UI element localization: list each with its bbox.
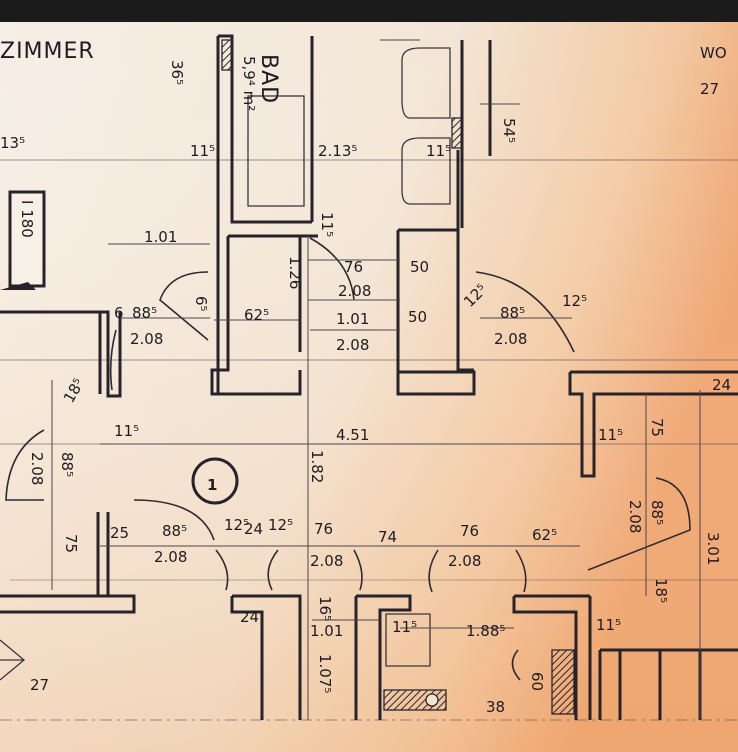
- dim-label: 2.08: [338, 282, 371, 300]
- dim-label: 76: [314, 520, 333, 538]
- dim-label: 54⁵: [500, 118, 518, 143]
- dim-label: 11⁵: [392, 618, 417, 636]
- dim-label: 12⁵: [562, 292, 587, 310]
- dim-label: 2.08: [310, 552, 343, 570]
- dim-label: 16⁵: [316, 596, 334, 621]
- dim-label: 18⁵: [652, 578, 670, 603]
- dim-label: 24: [240, 608, 259, 626]
- dim-label: 11⁵: [598, 426, 623, 444]
- dim-label: 11⁵: [114, 422, 139, 440]
- dim-label: 11⁵: [596, 616, 621, 634]
- fixtures: [0, 39, 575, 715]
- dim-label: 60: [528, 672, 546, 691]
- dim-label: 88⁵: [58, 452, 76, 477]
- dim-label: 88⁵: [648, 500, 666, 525]
- room-label-zimmer: ZIMMER: [0, 39, 95, 64]
- room-area-bad: 5,9⁴ m²: [240, 56, 258, 111]
- paper-shade: [0, 22, 738, 752]
- dim-label: 1.07⁵: [316, 654, 334, 693]
- dim-label: 11⁵: [318, 212, 336, 237]
- dim-label: 2.08: [28, 452, 46, 485]
- dim-label: 25: [110, 524, 129, 542]
- top-dark-band: [0, 0, 738, 22]
- dim-label: 1.01: [336, 310, 369, 328]
- dim-label: 2.08: [154, 548, 187, 566]
- dim-label: 76: [460, 522, 479, 540]
- dim-label: 88⁵: [132, 304, 157, 322]
- dim-label: 62⁵: [244, 306, 269, 324]
- dim-label: 1.01: [144, 228, 177, 246]
- dim-label: 88⁵: [500, 304, 525, 322]
- dim-label: 2.13⁵: [318, 142, 357, 160]
- dim-label: 1.26: [286, 256, 304, 289]
- dim-label: 3.01: [704, 532, 722, 565]
- dim-label: 1.82: [308, 450, 326, 483]
- room-number-wo: 27: [700, 80, 719, 98]
- marker-number: 1: [207, 476, 217, 494]
- room-label-bad: BAD: [256, 54, 281, 104]
- dim-label: 50: [408, 308, 427, 326]
- dim-label: 11⁵: [190, 142, 215, 160]
- dim-label: 76: [344, 258, 363, 276]
- door-swings: [5, 237, 691, 681]
- dim-label: 62⁵: [532, 526, 557, 544]
- dim-label: 50: [410, 258, 429, 276]
- dim-label: 13⁵: [0, 134, 25, 152]
- dim-label: 4.51: [336, 426, 369, 444]
- dim-label: 11⁵: [426, 142, 451, 160]
- dim-label: 2.08: [626, 500, 644, 533]
- dim-label: 75: [648, 418, 666, 437]
- dim-label: 74: [378, 528, 397, 546]
- beam-tag: I 180: [0, 190, 46, 290]
- dim-label: 2.08: [130, 330, 163, 348]
- beam-label: I 180: [18, 200, 36, 238]
- hatched-column: [551, 649, 575, 715]
- dim-label: 24: [712, 376, 731, 394]
- dim-label: 75: [62, 534, 80, 553]
- dim-label: 27: [30, 676, 49, 694]
- dim-label: 12⁵: [224, 516, 249, 534]
- room-label-wo: WO: [700, 44, 727, 62]
- dim-label: 1.88⁵: [466, 622, 505, 640]
- dim-label: 2.08: [448, 552, 481, 570]
- dim-label: 24: [244, 520, 263, 538]
- dim-label: 38: [486, 698, 505, 716]
- dim-label: 36⁵: [168, 60, 186, 85]
- dim-label: 12⁵: [268, 516, 293, 534]
- dim-label: 2.08: [494, 330, 527, 348]
- dimension-labels: 13⁵ 36⁵ 11⁵ 2.13⁵ 11⁵ 11⁵ 54⁵ 1.01 1.26 …: [0, 60, 731, 716]
- dim-label: 88⁵: [162, 522, 187, 540]
- section-marker: 1: [191, 457, 239, 505]
- dim-label: 2.08: [336, 336, 369, 354]
- dim-label: 1.01: [310, 622, 343, 640]
- dimension-lines: [51, 39, 701, 720]
- dim-label: 6: [114, 304, 124, 322]
- walls: [0, 34, 738, 720]
- dim-label: 6⁵: [192, 296, 210, 312]
